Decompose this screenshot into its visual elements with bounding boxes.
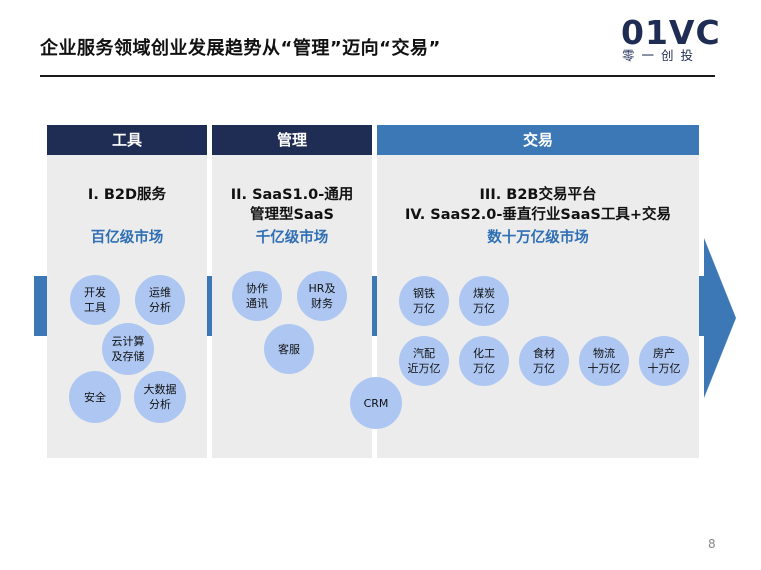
- logo: 01VC 零一创投: [618, 13, 720, 65]
- page-number: 8: [708, 537, 716, 551]
- title-divider: [40, 75, 715, 77]
- column-tools: 工具 I. B2D服务 百亿级市场 开发工具 运维分析 云计算及存储 安全 大数…: [47, 125, 207, 458]
- column-title: I. B2D服务: [87, 187, 167, 203]
- market-size: 千亿级市场: [255, 230, 329, 246]
- column-title-line-1: III. B2B交易平台: [479, 187, 597, 203]
- bubble-food: 食材万亿: [519, 336, 569, 386]
- bubble-logistics: 物流十万亿: [579, 336, 629, 386]
- trend-arrow-head: [704, 238, 736, 398]
- bubble-cloud-storage: 云计算及存储: [102, 323, 154, 375]
- bubble-big-data: 大数据分析: [134, 371, 186, 423]
- bubble-customer-service: 客服: [264, 324, 314, 374]
- bubble-dev-tools: 开发工具: [70, 275, 120, 325]
- slide-title: 企业服务领域创业发展趋势从“管理”迈向“交易”: [40, 38, 441, 59]
- column-header-trading: 交易: [377, 125, 699, 155]
- column-title-line-1: II. SaaS1.0-通用: [230, 187, 354, 203]
- bubble-crm: CRM: [350, 377, 402, 429]
- column-management: 管理 II. SaaS1.0-通用 管理型SaaS 千亿级市场 协作通讯 HR及…: [212, 125, 372, 458]
- logo-mark: 01VC: [621, 13, 721, 52]
- column-title-line-2: IV. SaaS2.0-垂直行业SaaS工具+交易: [404, 207, 672, 223]
- market-size: 数十万亿级市场: [487, 230, 589, 246]
- logo-subtitle: 零一创投: [622, 48, 701, 63]
- column-header-management: 管理: [212, 125, 372, 155]
- bubble-real-estate: 房产十万亿: [639, 336, 689, 386]
- bubble-chemical: 化工万亿: [459, 336, 509, 386]
- bubble-steel: 钢铁万亿: [399, 276, 449, 326]
- market-size: 百亿级市场: [90, 230, 164, 246]
- bubble-collab: 协作通讯: [232, 271, 282, 321]
- bubble-coal: 煤炭万亿: [459, 276, 509, 326]
- bubble-ops-analysis: 运维分析: [135, 275, 185, 325]
- column-title-line-2: 管理型SaaS: [250, 207, 334, 223]
- bubble-auto-parts: 汽配近万亿: [399, 336, 449, 386]
- bubble-hr-finance: HR及财务: [297, 271, 347, 321]
- bubble-security: 安全: [69, 371, 121, 423]
- column-trading: 交易 III. B2B交易平台 IV. SaaS2.0-垂直行业SaaS工具+交…: [377, 125, 699, 458]
- column-header-tools: 工具: [47, 125, 207, 155]
